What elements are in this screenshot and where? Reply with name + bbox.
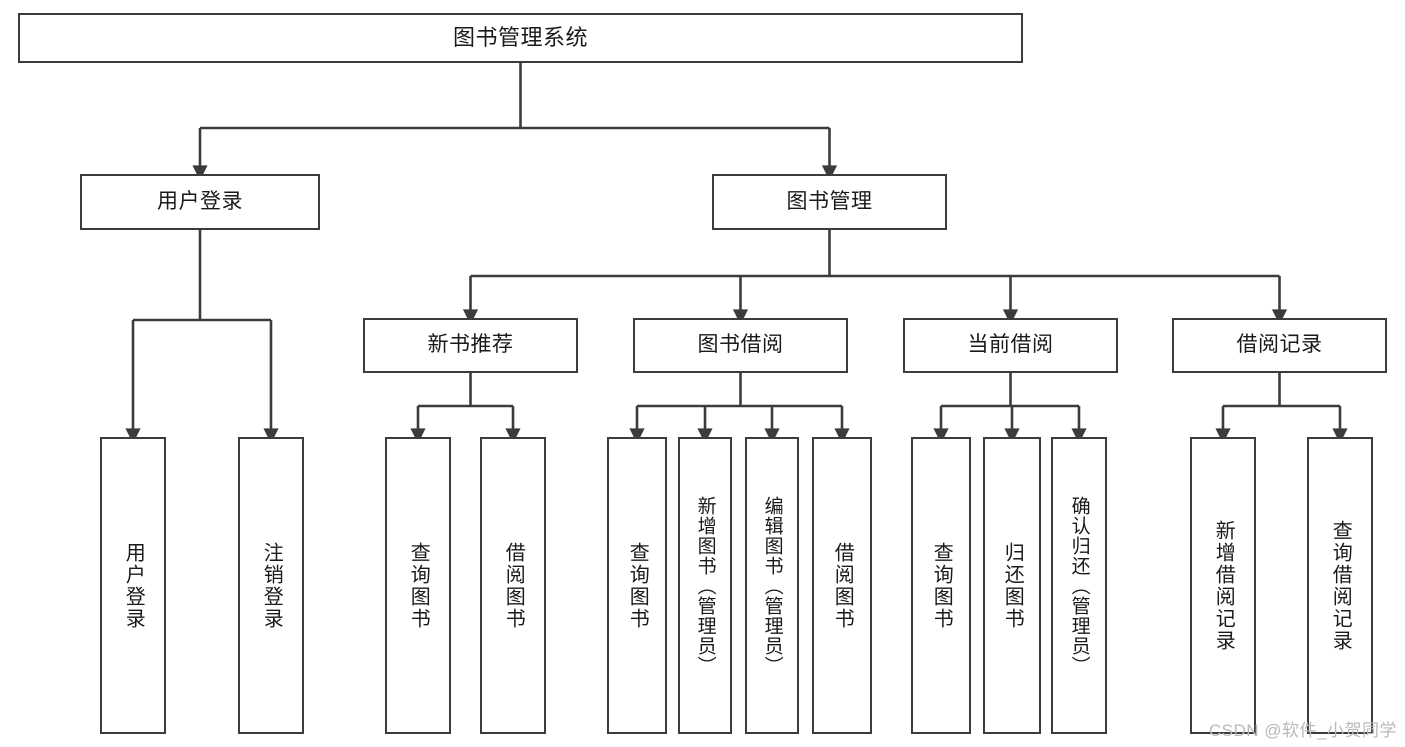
node-book-management[interactable]: 图书管理 <box>712 174 947 230</box>
leaf-logout-label: 注销登录 <box>260 541 283 630</box>
leaf-user-login[interactable]: 用户登录 <box>100 437 166 734</box>
node-new-book-recommend-label: 新书推荐 <box>427 333 514 357</box>
leaf-return-book-label: 归还图书 <box>1001 541 1024 630</box>
node-current-borrow-label: 当前借阅 <box>967 333 1054 357</box>
node-user-login-label: 用户登录 <box>157 189 243 213</box>
node-user-login[interactable]: 用户登录 <box>80 174 320 230</box>
node-root-label: 图书管理系统 <box>452 25 588 51</box>
leaf-query-book-borrow-label: 查询图书 <box>626 541 649 630</box>
leaf-edit-book-admin-label: 编辑图书（管理员） <box>761 495 783 676</box>
leaf-add-borrow-record-label: 新增借阅记录 <box>1212 519 1235 652</box>
leaf-logout[interactable]: 注销登录 <box>238 437 304 734</box>
leaf-query-book-current[interactable]: 查询图书 <box>911 437 971 734</box>
node-borrow-records[interactable]: 借阅记录 <box>1172 318 1387 373</box>
leaf-add-borrow-record[interactable]: 新增借阅记录 <box>1190 437 1256 734</box>
leaf-query-book-current-label: 查询图书 <box>930 541 953 630</box>
leaf-borrow-book-recommend-label: 借阅图书 <box>502 541 525 630</box>
leaf-borrow-book-label: 借阅图书 <box>831 541 854 630</box>
node-current-borrow[interactable]: 当前借阅 <box>903 318 1118 373</box>
leaf-return-book[interactable]: 归还图书 <box>983 437 1041 734</box>
node-book-management-label: 图书管理 <box>786 189 873 213</box>
leaf-query-borrow-record-label: 查询借阅记录 <box>1329 519 1352 652</box>
node-book-borrow-label: 图书借阅 <box>697 333 784 357</box>
leaf-add-book-admin-label: 新增图书（管理员） <box>694 495 716 676</box>
leaf-borrow-book[interactable]: 借阅图书 <box>812 437 872 734</box>
leaf-query-book-borrow[interactable]: 查询图书 <box>607 437 667 734</box>
node-new-book-recommend[interactable]: 新书推荐 <box>363 318 578 373</box>
watermark: CSDN @软件_小贺同学 <box>1208 721 1397 740</box>
node-root[interactable]: 图书管理系统 <box>18 13 1023 63</box>
leaf-borrow-book-recommend[interactable]: 借阅图书 <box>480 437 546 734</box>
leaf-query-book-recommend-label: 查询图书 <box>407 541 430 630</box>
leaf-query-book-recommend[interactable]: 查询图书 <box>385 437 451 734</box>
node-book-borrow[interactable]: 图书借阅 <box>633 318 848 373</box>
leaf-query-borrow-record[interactable]: 查询借阅记录 <box>1307 437 1373 734</box>
leaf-confirm-return-admin-label: 确认归还（管理员） <box>1068 495 1090 676</box>
leaf-confirm-return-admin[interactable]: 确认归还（管理员） <box>1051 437 1107 734</box>
leaf-add-book-admin[interactable]: 新增图书（管理员） <box>678 437 732 734</box>
node-borrow-records-label: 借阅记录 <box>1236 333 1323 357</box>
leaf-edit-book-admin[interactable]: 编辑图书（管理员） <box>745 437 799 734</box>
leaf-user-login-label: 用户登录 <box>122 541 145 630</box>
